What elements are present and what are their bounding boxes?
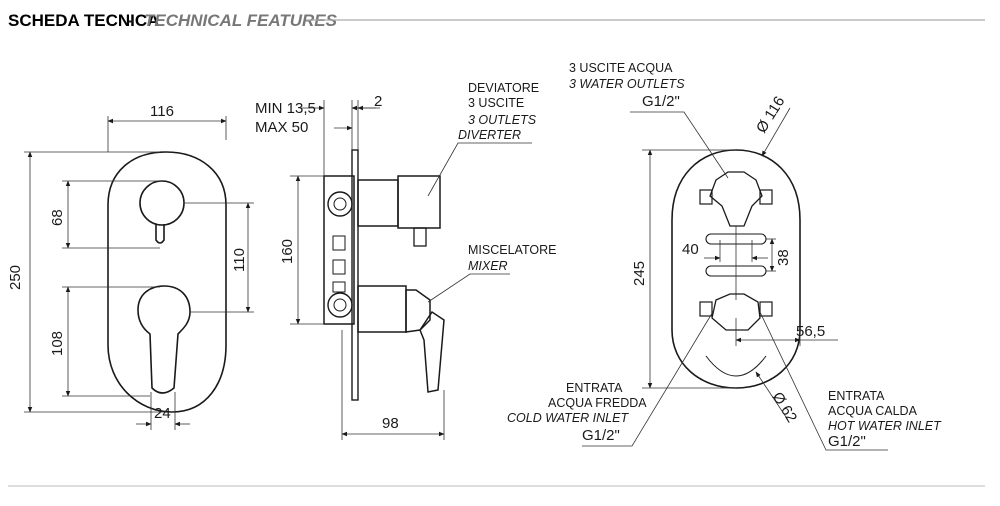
fitting-1: [332, 235, 346, 251]
hot-thread: G1/2": [828, 433, 866, 450]
hot-label-it-2: ACQUA CALDA: [828, 404, 918, 418]
dim-front-width: 116: [150, 103, 174, 120]
header: SCHEDA TECNICA - TECHNICAL FEATURES: [8, 11, 985, 487]
dim-40: 40: [682, 241, 699, 258]
mixer-cartridge: [357, 285, 407, 333]
fitting-3: [332, 281, 346, 293]
cold-label-it-1: ENTRATA: [566, 381, 623, 395]
mixer-neck: [405, 289, 431, 333]
diverter-lever-side: [413, 227, 427, 247]
side-body-box: [323, 175, 355, 325]
outlets-thread: G1/2": [642, 93, 680, 110]
cold-label-en: COLD WATER INLET: [507, 411, 629, 425]
fitting-2: [332, 259, 346, 275]
top-valve-body: [709, 171, 763, 227]
dim-56-5: 56,5: [796, 323, 825, 340]
upper-port: [327, 191, 353, 217]
dim-max-depth: MAX 50: [255, 119, 308, 136]
side-wall-plate: [351, 149, 359, 401]
mixer-label-en: MIXER: [468, 259, 508, 273]
title-separator: -: [128, 11, 134, 30]
cold-label-it-2: ACQUA FREDDA: [548, 396, 647, 410]
page-title: SCHEDA TECNICA: [8, 11, 159, 30]
dim-lever-width: 24: [154, 405, 171, 422]
cold-thread: G1/2": [582, 427, 620, 444]
dim-lower-offset: 108: [49, 331, 66, 356]
diameter-bottom-leader: [755, 371, 789, 421]
front-plate-outline: [107, 151, 227, 413]
diverter-label-en-2: DIVERTER: [458, 128, 521, 142]
diverter-knob-lever: [155, 224, 165, 244]
back-bottom-recess: [705, 355, 767, 377]
front-view: 116 250 68 108 110 24: [7, 103, 254, 430]
cold-leader: [582, 309, 715, 447]
diverter-label-en-1: 3 OUTLETS: [468, 113, 537, 127]
dim-diameter-top: Ø 116: [753, 93, 788, 136]
back-view: Ø 116 3 USCITE ACQUA 3 WATER OUTLETS G1/…: [507, 61, 942, 451]
diverter-leader: [427, 142, 532, 197]
diverter-label-it-1: DEVIATORE: [468, 81, 539, 95]
mixer-label-it: MISCELATORE: [468, 243, 556, 257]
mixer-lever-side: [419, 310, 445, 393]
outlets-label-it: 3 USCITE ACQUA: [569, 61, 673, 75]
dim-body-height: 160: [279, 239, 296, 264]
hot-label-it-1: ENTRATA: [828, 389, 885, 403]
page-subtitle: TECHNICAL FEATURES: [144, 11, 338, 30]
mixer-leader: [427, 273, 510, 303]
diameter-top-leader: [761, 107, 791, 157]
dim-min-depth: MIN 13,5: [255, 100, 316, 117]
diverter-knob-side: [397, 175, 441, 229]
hot-label-en: HOT WATER INLET: [828, 419, 942, 433]
bottom-valve-body: [711, 293, 761, 331]
diverter-label-it-2: 3 USCITE: [468, 96, 524, 110]
dim-plate-thickness: 2: [374, 93, 382, 110]
dim-back-height: 245: [631, 261, 648, 286]
dim-38: 38: [775, 249, 792, 266]
diverter-cartridge: [357, 179, 399, 227]
diverter-knob: [139, 180, 185, 226]
outlets-leader: [630, 111, 729, 179]
mixer-handle: [137, 285, 191, 394]
outlets-label-en: 3 WATER OUTLETS: [569, 77, 685, 91]
side-view: MIN 13,5 MAX 50 2 160 98 DEVIATORE 3 USC…: [255, 81, 556, 440]
lower-port: [327, 292, 353, 318]
dim-total-depth: 98: [382, 415, 399, 432]
dim-diameter-bottom: Ø 62: [769, 389, 801, 426]
dim-front-height: 250: [7, 265, 24, 290]
dim-upper-offset: 68: [49, 209, 66, 226]
hot-leader: [759, 311, 888, 451]
dim-knob-spacing: 110: [231, 248, 248, 272]
